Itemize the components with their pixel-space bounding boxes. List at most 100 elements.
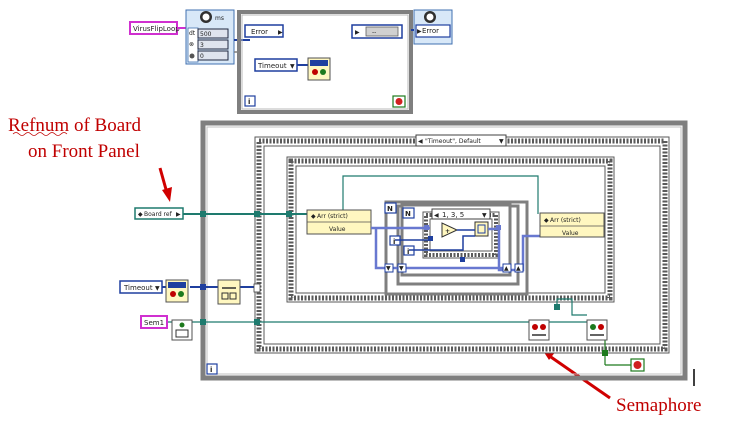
- svg-text:▲: ▲: [516, 265, 521, 272]
- tunnel: [602, 350, 608, 356]
- tunnel: [286, 211, 292, 217]
- stop-icon: [633, 361, 642, 369]
- semaphore-icon: [532, 324, 538, 330]
- svg-text:+: +: [445, 228, 450, 235]
- error-cluster-left[interactable]: Error ▶: [244, 24, 284, 38]
- cluster-row-value: 0: [200, 53, 204, 60]
- arr-write-label: Arr (strict): [550, 217, 581, 224]
- inner-case-selector[interactable]: ◀ 1, 3, 5 ▼: [431, 208, 491, 220]
- svg-text:i: i: [407, 248, 409, 256]
- semaphore-icon: [170, 291, 176, 297]
- svg-text:◀: ◀: [434, 212, 439, 219]
- iteration-terminal-top: i: [244, 95, 256, 107]
- virus-flip-loop-label: VirusFlipLoop: [133, 25, 180, 33]
- tunnel: [254, 211, 260, 217]
- semaphore-icon: [179, 322, 185, 328]
- error-left-label: Error: [251, 28, 268, 36]
- semaphore-annotation: Semaphore: [616, 395, 701, 416]
- svg-text:▼: ▼: [499, 138, 504, 145]
- tunnel: [200, 211, 206, 217]
- tunnel: [554, 304, 560, 310]
- spellcheck-underline: [12, 132, 68, 136]
- refnum-annotation-line2: on Front Panel: [28, 141, 140, 162]
- timeout-enum-main[interactable]: Timeout ▼: [119, 280, 163, 294]
- svg-text:▲: ▲: [504, 265, 509, 272]
- event-case-selector[interactable]: ◀ "Timeout", Default ▼: [415, 134, 507, 147]
- iteration-terminal-main: i: [206, 363, 218, 375]
- inner-case-label: 1, 3, 5: [442, 211, 464, 219]
- error-out-node[interactable]: ▶ Error: [413, 9, 453, 45]
- board-ref-control[interactable]: ◆ Board ref ▶: [134, 207, 184, 220]
- event-case-label: "Timeout", Default: [425, 138, 481, 145]
- virus-flip-loop-constant[interactable]: VirusFlipLoop: [129, 21, 180, 35]
- svg-text:▼: ▼: [399, 265, 404, 272]
- svg-text:▶: ▶: [278, 29, 283, 36]
- svg-text:▼: ▼: [386, 265, 391, 272]
- svg-text:i: i: [248, 98, 250, 106]
- count-terminal-n1: N: [384, 202, 397, 214]
- outer-while-loop: [200, 120, 688, 381]
- svg-text:N: N: [387, 205, 393, 213]
- array-indicator[interactable]: ▶ --: [351, 24, 403, 39]
- add-node[interactable]: +: [441, 222, 459, 238]
- cluster-row-label: dt: [189, 30, 196, 37]
- stop-icon: [395, 98, 403, 105]
- iteration-terminal-i2: i: [403, 245, 415, 256]
- timeout-label-top: Timeout: [257, 62, 287, 70]
- timeout-label-main: Timeout: [123, 284, 153, 292]
- semaphore-icon: [590, 324, 596, 330]
- svg-text:▶: ▶: [176, 211, 181, 218]
- semaphore-arrow: [540, 346, 611, 400]
- svg-text:▶: ▶: [417, 28, 422, 35]
- svg-text:i: i: [393, 238, 395, 246]
- tunnel: [254, 319, 260, 325]
- refnum-arrow: [158, 167, 172, 202]
- top-while-loop: Error ▶ ▶ -- Timeout ▼: [237, 10, 413, 114]
- obtain-semaphore-ref-node[interactable]: [171, 319, 193, 341]
- tunnel: [200, 284, 206, 290]
- array-value: --: [372, 29, 376, 36]
- svg-text:◆: ◆: [311, 213, 316, 220]
- arr-read-label: Arr (strict): [317, 213, 348, 220]
- ref-wire-upper: [342, 175, 539, 214]
- stop-terminal-top[interactable]: [392, 95, 406, 108]
- timer-unit-label: ms: [215, 15, 224, 22]
- board-ref-label: Board ref: [144, 211, 173, 218]
- notification-node-top[interactable]: [307, 57, 331, 81]
- arr-write-value: Value: [562, 230, 579, 237]
- timer-node[interactable]: ms dt 500 ⊗ 3 0: [185, 9, 235, 65]
- arr-read-property-node[interactable]: ◆ Arr (strict) Value: [306, 209, 372, 235]
- svg-text:⊗: ⊗: [189, 41, 194, 48]
- cluster-row-value: 3: [200, 42, 204, 49]
- stop-terminal-main[interactable]: [630, 358, 645, 372]
- svg-text:◀: ◀: [418, 138, 423, 145]
- main-section: ◀ "Timeout", Default ▼ ◆ Board ref ▶: [119, 120, 688, 381]
- cluster-row-value: 500: [200, 31, 212, 38]
- replace-array-subset-node[interactable]: [474, 221, 489, 237]
- tunnel: [200, 319, 206, 325]
- release-semaphore-node[interactable]: [586, 319, 608, 341]
- timeout-enum-top[interactable]: Timeout ▼: [254, 58, 298, 72]
- svg-text:▼: ▼: [290, 63, 295, 70]
- iteration-terminal-i1: i: [389, 235, 401, 246]
- count-terminal-n2: N: [402, 207, 415, 219]
- svg-text:▼: ▼: [155, 285, 160, 292]
- svg-text:◆: ◆: [138, 211, 143, 218]
- arr-write-property-node[interactable]: ◆ Arr (strict) Value: [539, 212, 605, 238]
- svg-text:▼: ▼: [482, 212, 487, 219]
- sem1-constant[interactable]: Sem1: [140, 315, 168, 329]
- event-timeout-terminal: [253, 283, 261, 293]
- svg-text:▶: ▶: [355, 29, 360, 36]
- refnum-annotation-line1: Refnum of Board: [8, 115, 141, 136]
- shift-register: ▼ ▲ ▼ ▲: [384, 263, 524, 273]
- notification-node-main[interactable]: [165, 279, 189, 303]
- svg-text:◆: ◆: [544, 217, 549, 224]
- top-section: VirusFlipLoop ms dt 500 ⊗ 3 0: [129, 9, 453, 114]
- acquire-semaphore-node[interactable]: [528, 319, 550, 341]
- svg-text:i: i: [210, 366, 212, 374]
- arr-read-value: Value: [329, 226, 346, 233]
- register-events-node[interactable]: [217, 279, 241, 305]
- error-right-label: Error: [422, 27, 439, 35]
- stop-icon: [189, 53, 195, 59]
